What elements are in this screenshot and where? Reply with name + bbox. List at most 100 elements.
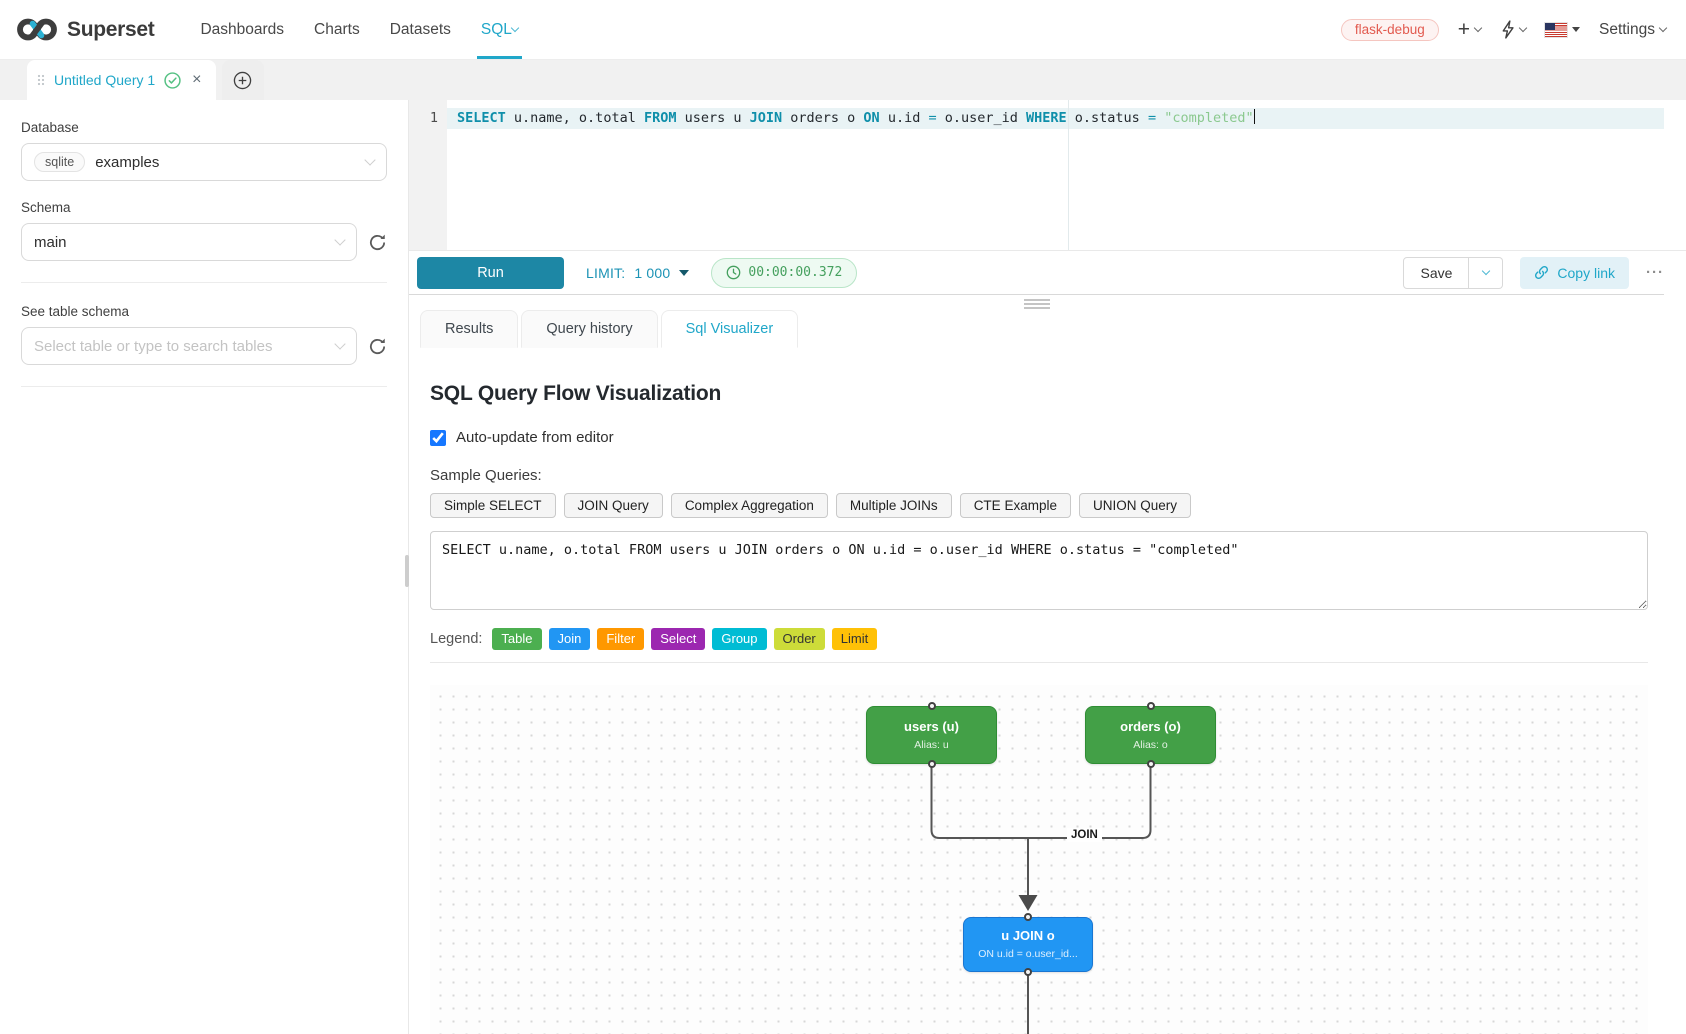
environment-tag: flask-debug: [1340, 18, 1439, 41]
query-search-button[interactable]: [1500, 20, 1528, 39]
timer-value: 00:00:00.372: [748, 265, 843, 280]
node-handle-bottom[interactable]: [927, 759, 936, 768]
legend-badge-join: Join: [548, 628, 591, 650]
brand-logo[interactable]: Superset: [16, 0, 155, 59]
plus-circle-icon: [233, 71, 252, 90]
limit-dropdown[interactable]: LIMIT: 1 000: [586, 264, 690, 281]
code-token: "completed": [1164, 110, 1254, 126]
settings-menu[interactable]: Settings: [1598, 20, 1668, 39]
legend-label: Legend:: [430, 630, 483, 647]
code-token: SELECT: [457, 110, 506, 126]
query-tab-active[interactable]: Untitled Query 1 ×: [27, 60, 216, 100]
sql-editor[interactable]: 1 SELECT u.name, o.total FROM users u JO…: [409, 100, 1664, 250]
node-handle-top[interactable]: [1024, 912, 1032, 921]
legend-badge-group: Group: [712, 628, 767, 650]
node-title: users (u): [904, 718, 959, 734]
node-handle-bottom[interactable]: [1024, 967, 1032, 976]
sample-button-simple-select[interactable]: Simple SELECT: [430, 493, 556, 518]
splitter-grip-icon[interactable]: [1023, 299, 1050, 311]
run-button[interactable]: Run: [417, 256, 564, 289]
refresh-schema-button[interactable]: [368, 233, 387, 252]
sidebar-resize-grip[interactable]: [405, 555, 409, 587]
check-circle-icon: [164, 71, 181, 89]
code-token: ON: [863, 110, 880, 126]
settings-label: Settings: [1598, 20, 1655, 38]
nav-item-sql[interactable]: SQL: [467, 0, 532, 59]
more-options-button[interactable]: ···: [1646, 264, 1664, 281]
node-handle-top[interactable]: [1146, 701, 1155, 710]
language-picker[interactable]: [1543, 21, 1580, 38]
nav-item-label: SQL: [480, 20, 512, 38]
save-button[interactable]: Save: [1403, 256, 1470, 289]
new-menu-button[interactable]: +: [1458, 19, 1483, 40]
tab-sql-visualizer[interactable]: Sql Visualizer: [660, 310, 799, 348]
schema-value: main: [34, 233, 67, 251]
tab-results[interactable]: Results: [420, 310, 519, 348]
table-select[interactable]: Select table or type to search tables: [21, 327, 357, 365]
sidebar-divider: [21, 282, 387, 283]
auto-update-row: Auto-update from editor: [430, 429, 1648, 446]
nav-item-label: Charts: [314, 20, 360, 38]
nav-items: Dashboards Charts Datasets SQL: [186, 0, 531, 59]
drag-grip-icon[interactable]: [37, 74, 45, 86]
legend-badge-table: Table: [492, 628, 542, 650]
navbar: Superset Dashboards Charts Datasets SQL fla…: [0, 0, 1686, 60]
clock-icon: [726, 265, 741, 280]
legend-badge-order: Order: [773, 628, 825, 650]
code-token: [1156, 110, 1164, 126]
code-token: =: [928, 110, 937, 126]
flow-node-users[interactable]: users (u) Alias: u: [866, 701, 997, 768]
line-number: 1: [429, 110, 438, 126]
chevron-down-icon: [334, 234, 346, 246]
chevron-down-icon: [334, 338, 346, 350]
legend-badge-limit: Limit: [831, 628, 878, 650]
panel-divider: [430, 661, 1648, 663]
sample-button-complex-aggregation[interactable]: Complex Aggregation: [670, 493, 828, 518]
sidebar-divider: [21, 386, 387, 387]
nav-item-charts[interactable]: Charts: [300, 0, 374, 59]
query-tab-label: Untitled Query 1: [54, 72, 156, 88]
query-input[interactable]: SELECT u.name, o.total FROM users u JOIN…: [430, 531, 1648, 610]
node-handle-top[interactable]: [927, 701, 936, 710]
auto-update-checkbox[interactable]: [430, 429, 446, 446]
refresh-tables-button[interactable]: [368, 337, 387, 356]
workspace: 1 SELECT u.name, o.total FROM users u JO…: [409, 100, 1686, 1034]
tab-query-history[interactable]: Query history: [521, 310, 658, 348]
flow-node-orders[interactable]: orders (o)Alias: o: [1085, 701, 1216, 768]
code-token: FROM: [643, 110, 677, 126]
schema-select[interactable]: main: [21, 223, 357, 261]
nav-item-dashboards[interactable]: Dashboards: [186, 0, 298, 59]
node-subtitle: Alias: u: [914, 738, 949, 751]
print-margin-line: [1068, 100, 1069, 250]
legend-badge-select: Select: [651, 628, 706, 650]
flow-canvas[interactable]: JOIN users (u) Alias: u orders (o)Alias: o…: [430, 684, 1648, 1034]
brand-name: Superset: [67, 17, 155, 41]
nav-item-label: Datasets: [389, 20, 451, 38]
add-query-tab-button[interactable]: [221, 60, 264, 100]
save-options-button[interactable]: [1469, 256, 1504, 289]
node-handle-bottom[interactable]: [1146, 759, 1155, 768]
copy-link-button[interactable]: Copy link: [1520, 256, 1629, 289]
code-token: o.user_id: [936, 110, 1027, 126]
sample-queries-label: Sample Queries:: [430, 467, 542, 484]
database-select[interactable]: sqlite examples: [21, 143, 387, 181]
editor-code-area[interactable]: SELECT u.name, o.total FROM users u JOIN…: [447, 100, 1664, 250]
sample-button-cte-example[interactable]: CTE Example: [959, 493, 1071, 518]
node-subtitle: Alias: o: [1133, 738, 1168, 751]
sample-button-union-query[interactable]: UNION Query: [1078, 493, 1191, 518]
limit-label: LIMIT:: [586, 264, 626, 281]
sample-button-join-query[interactable]: JOIN Query: [563, 493, 663, 518]
caret-down-icon: [679, 269, 690, 276]
nav-item-datasets[interactable]: Datasets: [376, 0, 465, 59]
flow-edges: [930, 763, 1152, 1034]
visualizer-panel: SQL Query Flow Visualization Auto-update…: [409, 348, 1686, 1034]
pane-splitter: [409, 294, 1664, 310]
auto-update-label: Auto-update from editor: [456, 429, 614, 446]
copy-link-label: Copy link: [1557, 264, 1615, 281]
close-tab-icon[interactable]: ×: [192, 71, 202, 88]
edge-label: JOIN: [1067, 827, 1102, 842]
sample-button-multiple-joins[interactable]: Multiple JOINs: [835, 493, 952, 518]
